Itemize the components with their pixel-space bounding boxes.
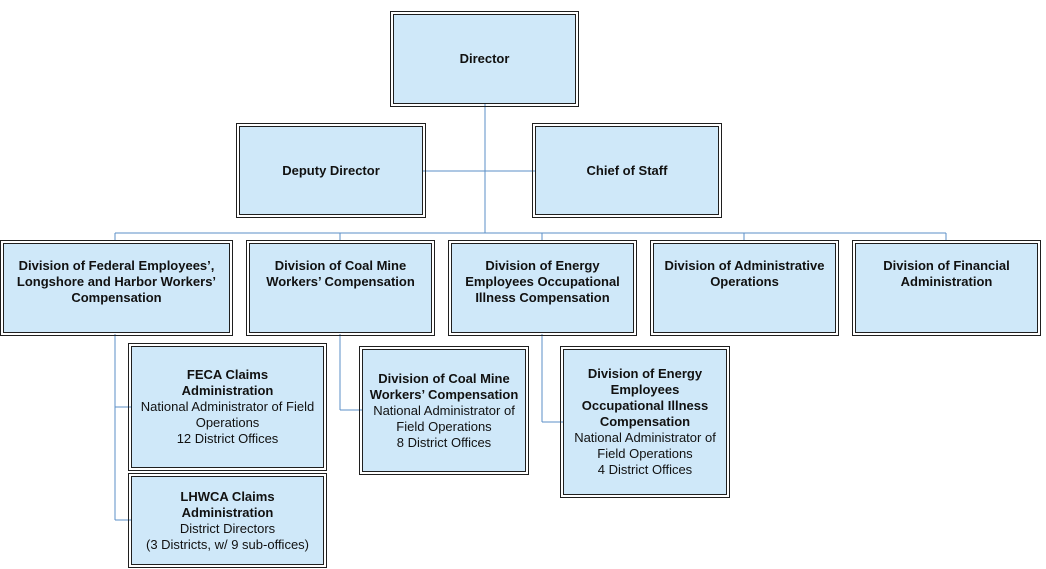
coal-mine-field-line: National Administrator of Field Operatio… [373,402,515,434]
coal-mine-field-box: Division of Coal Mine Workers’ Compensat… [359,346,529,475]
chief-of-staff-title: Chief of Staff [586,162,668,178]
feca-claims-box: FECA Claims Administration National Admi… [128,343,327,471]
energy-employees-field-line: National Administrator of Field Operatio… [574,430,716,461]
feca-claims-line: National Administrator of Field Operatio… [140,399,315,430]
energy-employees-field-box: Division of Energy Employees Occupationa… [560,346,730,498]
director-box: Director [390,11,579,107]
division-box-financial-administration: Division of Financial Administration [852,240,1041,336]
division-box-energy-employees: Division of Energy Employees Occupationa… [448,240,637,336]
energy-employees-field-line: 4 District Offices [597,462,693,477]
division-box-administrative-operations: Division of Administrative Operations [650,240,839,336]
feca-claims-title: FECA Claims Administration [181,367,274,398]
lhwca-claims-box: LHWCA Claims Administration District Dir… [128,473,327,568]
energy-employees-field-title: Division of Energy Employees Occupationa… [581,366,709,429]
lhwca-claims-title: LHWCA Claims Administration [180,488,275,520]
lhwca-claims-line: (3 Districts, w/ 9 sub-offices) [145,536,310,552]
coal-mine-field-line: 8 District Offices [396,434,492,450]
director-title: Director [459,51,510,66]
deputy-director-title: Deputy Director [282,162,380,178]
division-title: Division of Coal Mine Workers’ Compensat… [266,258,415,289]
division-title: Division of Administrative Operations [664,258,825,289]
division-title: Division of Energy Employees Occupationa… [465,258,620,305]
chief-of-staff-box: Chief of Staff [532,123,722,218]
lhwca-claims-line: District Directors [179,520,276,536]
feca-claims-line: 12 District Offices [176,431,279,446]
division-box-federal-employees: Division of Federal Employees’, Longshor… [0,240,233,336]
coal-mine-field-title: Division of Coal Mine Workers’ Compensat… [369,370,519,402]
deputy-director-box: Deputy Director [236,123,426,218]
division-box-coal-mine: Division of Coal Mine Workers’ Compensat… [246,240,435,336]
division-title: Division of Financial Administration [883,258,1010,289]
division-title: Division of Federal Employees’, Longshor… [16,258,217,305]
